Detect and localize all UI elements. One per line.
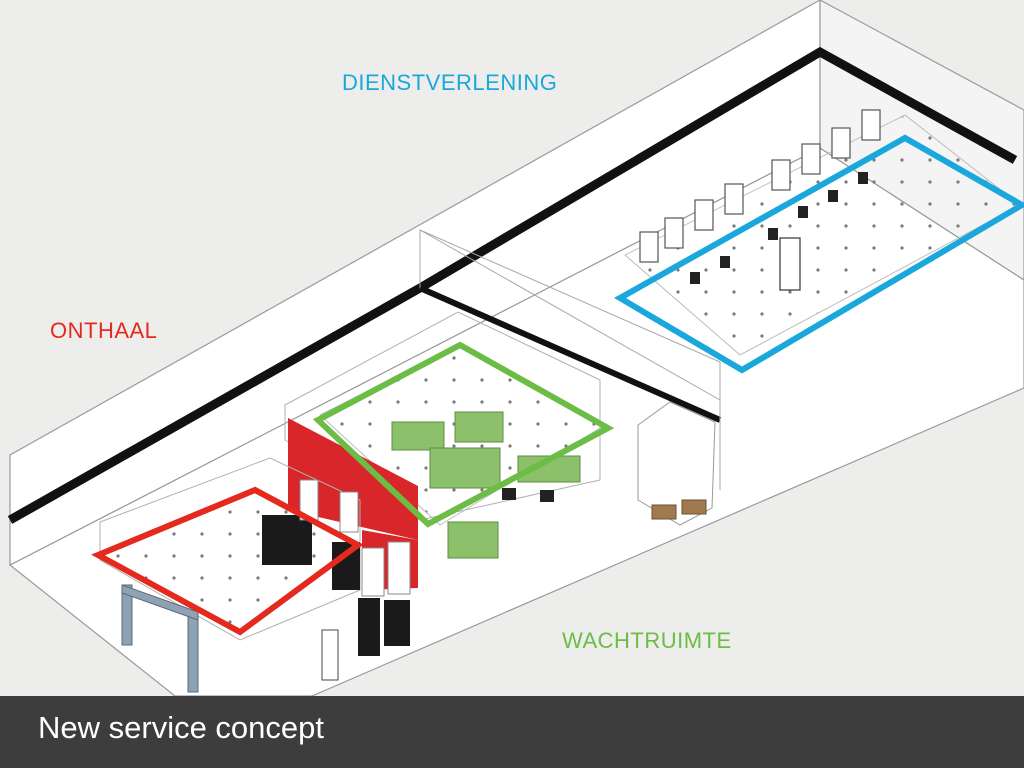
reception-pillars	[299, 479, 411, 597]
wooden-tables	[651, 499, 707, 520]
slide-title: New service concept	[38, 710, 325, 745]
partition-band	[418, 285, 722, 423]
wachtruimte-zone-outline	[312, 341, 615, 528]
red-wall	[288, 418, 418, 540]
partition-edge	[419, 229, 721, 363]
service-chairs	[690, 172, 868, 284]
service-totem	[779, 237, 801, 291]
green-sofas	[391, 411, 581, 559]
service-desks	[639, 109, 881, 263]
black-chairs	[502, 488, 554, 502]
onthaal-label: ONTHAAL	[50, 318, 158, 343]
dienstverlening-label: DIENSTVERLENING	[342, 70, 558, 95]
dienstverlening-zone-outline	[613, 134, 1024, 374]
kiosk	[321, 629, 339, 681]
waiting-room-glass	[284, 311, 601, 521]
glass-booth	[637, 401, 716, 526]
floorplan-illustration	[7, 0, 1024, 696]
entrance-gate	[121, 584, 199, 693]
wachtruimte-label: WACHTRUIMTE	[562, 628, 732, 653]
back-wall-band	[7, 46, 1018, 524]
onthaal-zone-outline	[91, 486, 364, 636]
footer-bar: New service concept	[0, 696, 1024, 768]
